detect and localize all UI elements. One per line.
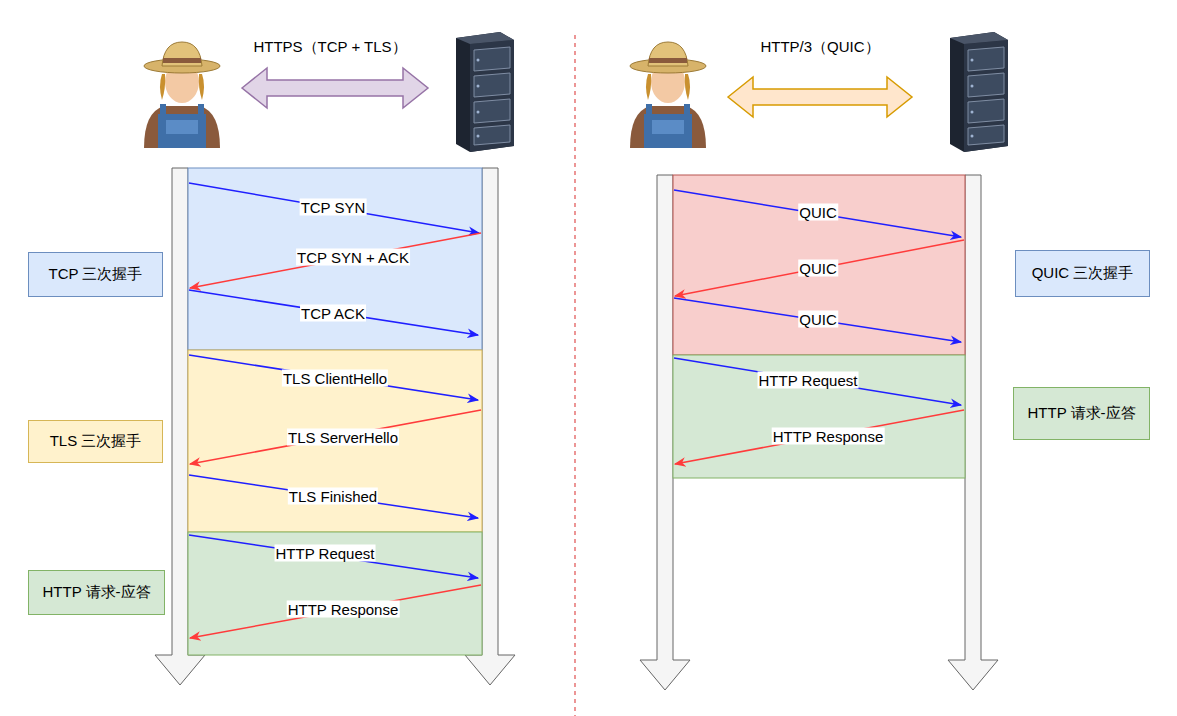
message-arrow (189, 535, 478, 578)
message-label: HTTP Response (287, 601, 400, 618)
client-icon (630, 42, 706, 148)
phase-box: HTTP 请求-应答 (1013, 387, 1150, 440)
double-arrow (728, 77, 912, 117)
message-arrow (189, 290, 478, 335)
message-label: TLS Finished (288, 488, 378, 505)
message-label: QUIC (798, 204, 838, 221)
message-label: HTTP Response (772, 428, 885, 445)
double-arrow (242, 68, 428, 108)
phase-band (188, 350, 482, 532)
message-arrow (674, 358, 961, 405)
message-label: QUIC (798, 260, 838, 277)
phase-label: TLS 三次握手 (50, 432, 142, 451)
message-arrow (674, 298, 961, 342)
phase-band (188, 168, 482, 350)
message-arrow (190, 585, 481, 638)
message-label: TCP SYN (300, 199, 367, 216)
server-icon (950, 32, 1008, 152)
phase-box: HTTP 请求-应答 (28, 570, 165, 615)
protocol-title: HTTPS（TCP + TLS） (252, 38, 407, 55)
message-label: HTTP Request (758, 372, 859, 389)
message-arrow (189, 183, 479, 233)
phase-box: TCP 三次握手 (28, 252, 163, 297)
message-label: TLS ClientHello (282, 370, 388, 387)
message-label: HTTP Request (275, 545, 376, 562)
phase-label: HTTP 请求-应答 (42, 583, 150, 602)
phase-band (188, 532, 482, 655)
phase-label: TCP 三次握手 (49, 265, 143, 284)
divider-line (574, 35, 575, 716)
client-icon (144, 42, 220, 148)
message-arrow (675, 240, 964, 296)
phase-box: QUIC 三次握手 (1015, 250, 1150, 297)
message-label: TLS ServerHello (287, 429, 399, 446)
phase-label: HTTP 请求-应答 (1027, 404, 1135, 423)
phase-label: QUIC 三次握手 (1032, 264, 1134, 283)
phase-box: TLS 三次握手 (28, 420, 163, 463)
phase-band (673, 175, 965, 355)
phase-band (673, 355, 965, 478)
message-label: TCP ACK (300, 305, 366, 322)
message-arrow (675, 410, 964, 464)
message-arrow (189, 355, 478, 400)
message-arrow (190, 233, 481, 288)
message-arrow (190, 410, 481, 464)
server-icon (456, 32, 514, 152)
message-arrow (189, 475, 478, 518)
message-label: TCP SYN + ACK (296, 249, 410, 266)
message-label: QUIC (798, 311, 838, 328)
message-arrow (674, 190, 961, 237)
protocol-title: HTTP/3（QUIC） (759, 38, 880, 55)
